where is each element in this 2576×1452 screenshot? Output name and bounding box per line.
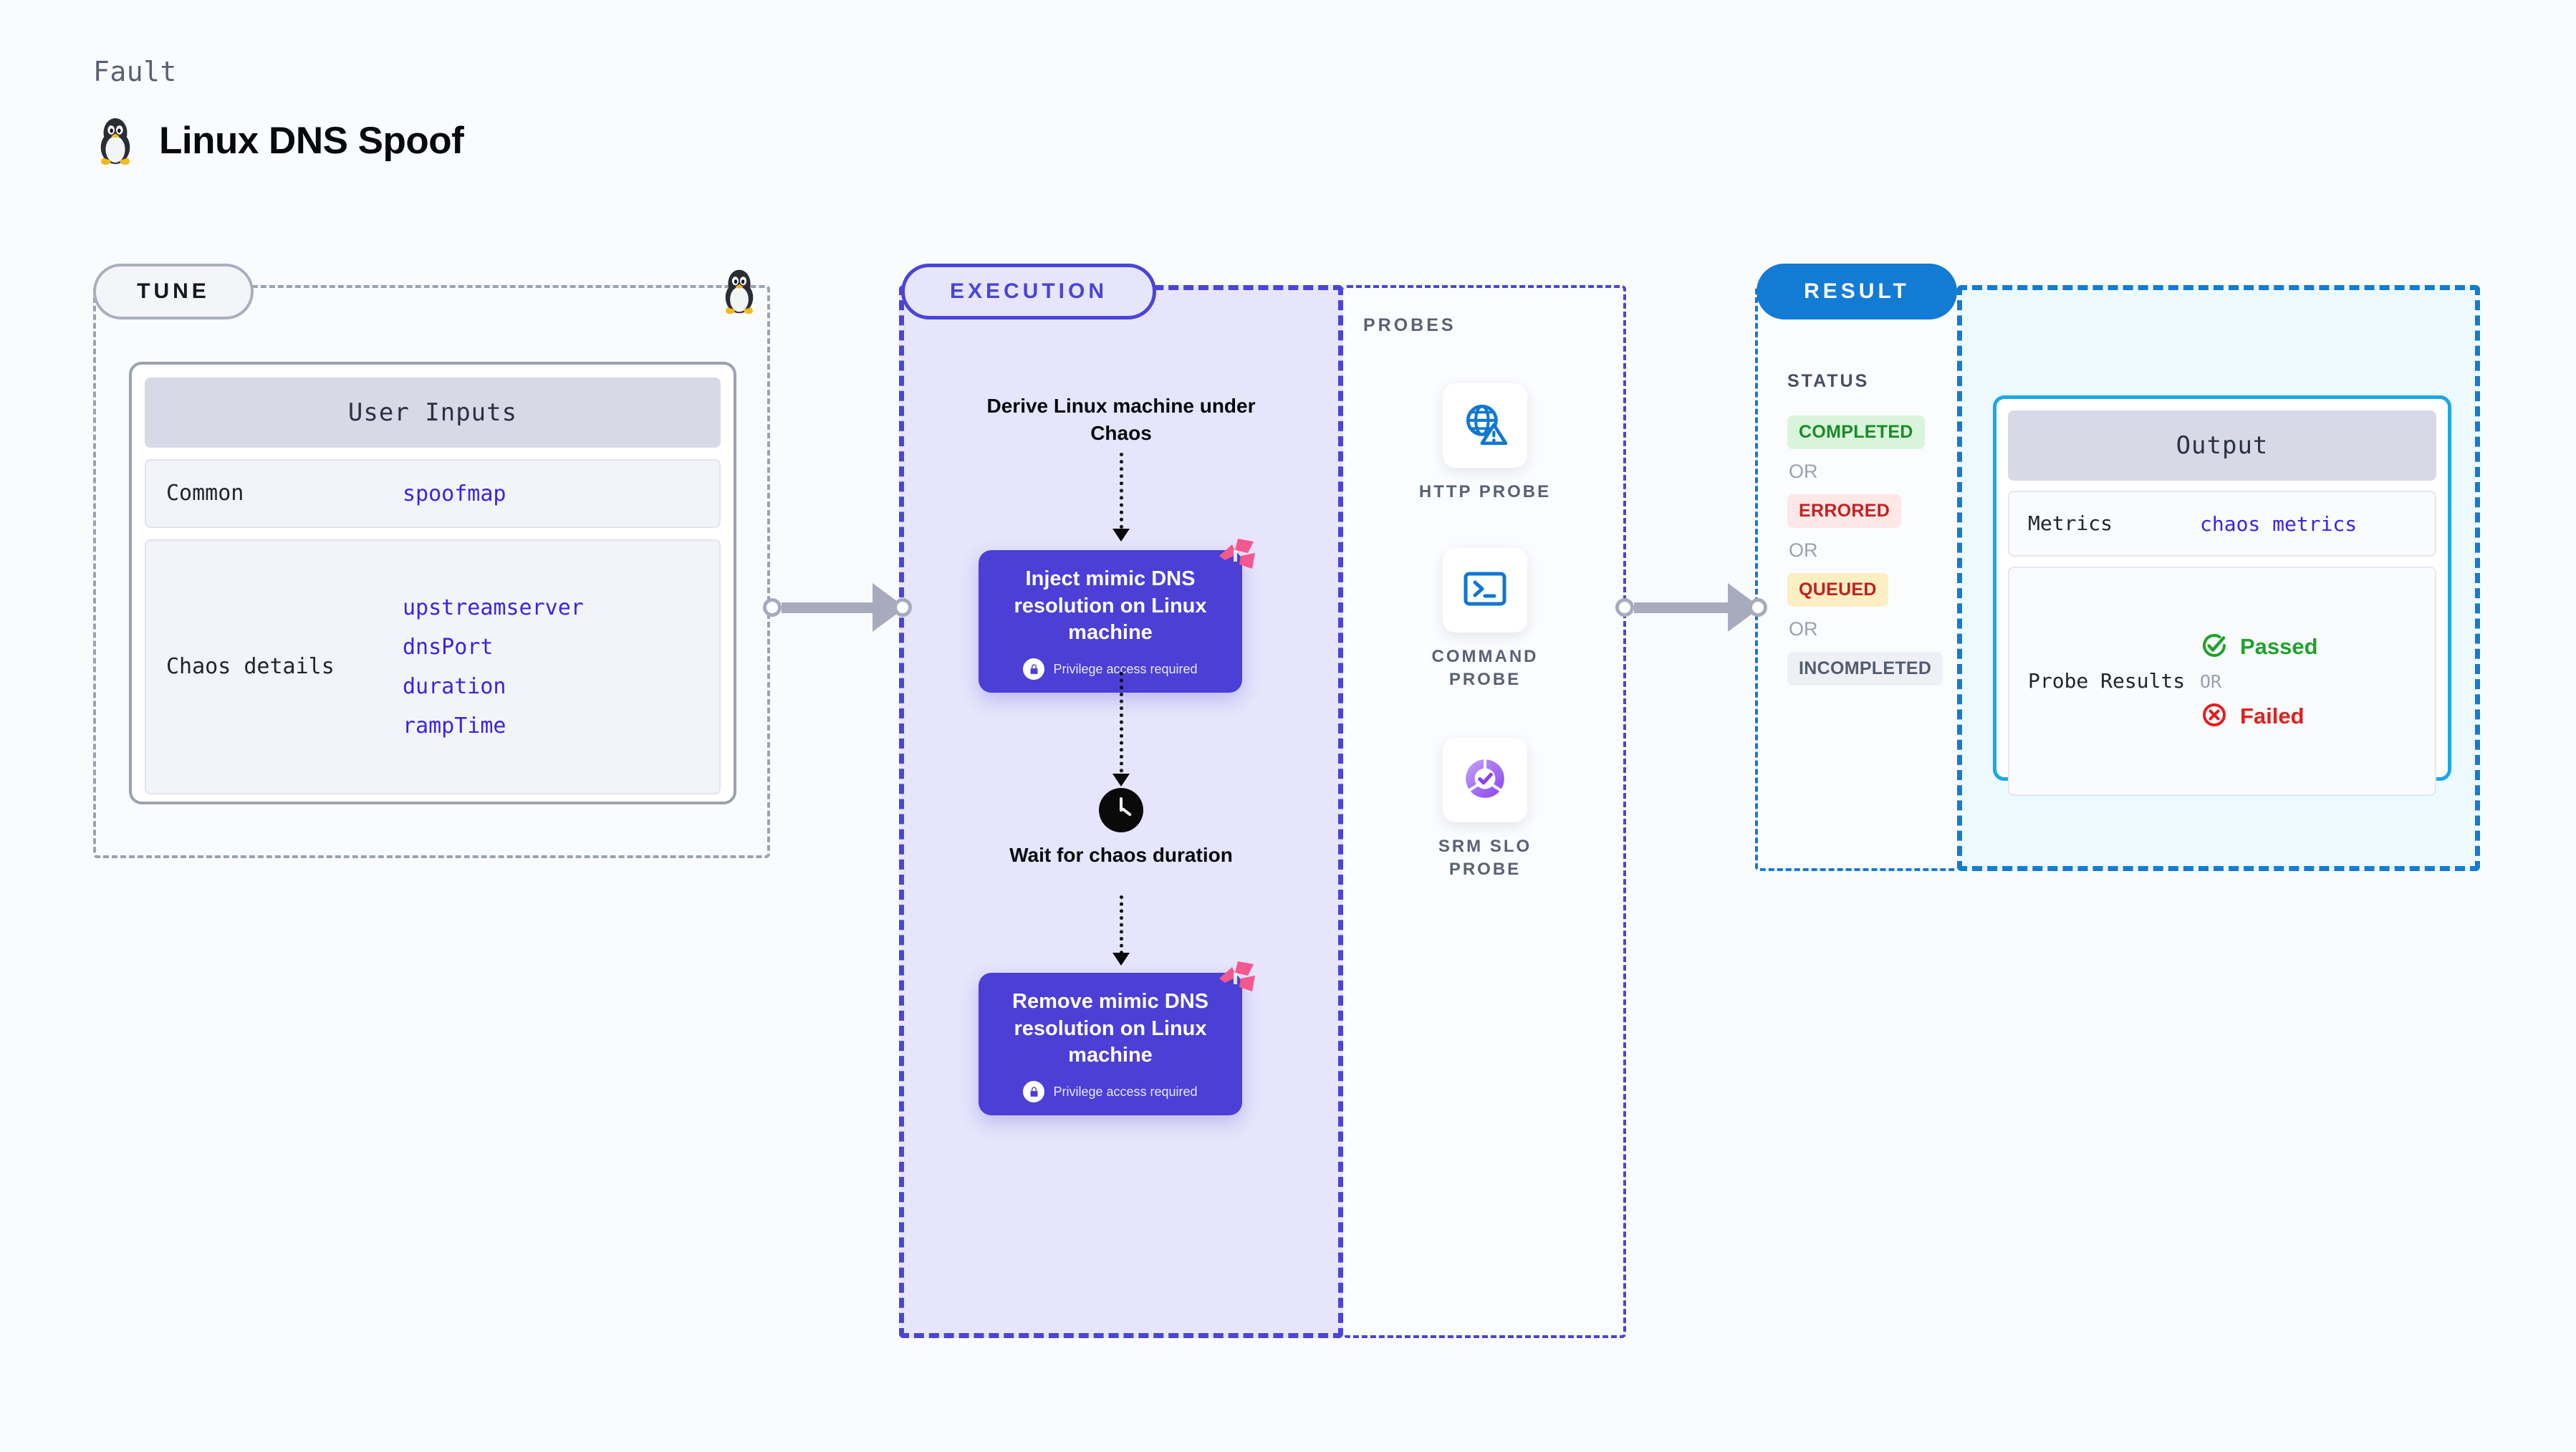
page-kicker: Fault	[93, 56, 177, 87]
probe-srm-slo[interactable]: SRM SLO PROBE	[1399, 738, 1571, 882]
probe-result-or: OR	[2200, 670, 2222, 692]
output-row-label: Metrics	[2028, 511, 2113, 535]
status-or: OR	[1789, 618, 1818, 640]
execution-derive-step: Derive Linux machine under Chaos	[986, 395, 1256, 444]
page-title-row: Linux DNS Spoof	[93, 115, 464, 166]
connector-start-dot	[763, 598, 782, 617]
privilege-note: Privilege access required	[996, 1081, 1225, 1103]
privilege-note-text: Privilege access required	[1053, 1084, 1198, 1099]
probes-label: PROBES	[1363, 315, 1456, 335]
execution-wait-step: Wait for chaos duration	[1009, 844, 1233, 866]
tune-value[interactable]: rampTime	[403, 713, 506, 739]
tune-pill[interactable]: TUNE	[93, 264, 254, 319]
tune-row-chaos-details: Chaos details upstreamserver dnsPort dur…	[145, 539, 721, 794]
connector-probes-to-result	[1615, 583, 1767, 632]
probe-http[interactable]: HTTP PROBE	[1399, 383, 1571, 504]
connector-shaft	[1634, 602, 1729, 613]
status-list: COMPLETED OR ERRORED OR QUEUED OR INCOMP…	[1787, 415, 1952, 686]
status-badge-completed: COMPLETED	[1787, 415, 1925, 449]
tune-row-label: Chaos details	[166, 654, 335, 680]
connector-tune-to-execution	[763, 583, 912, 632]
flow-arrow-line	[1120, 453, 1123, 529]
lock-icon	[1023, 1081, 1045, 1103]
clock-icon	[1099, 788, 1143, 832]
execution-pill[interactable]: EXECUTION	[901, 264, 1156, 319]
execution-card-inject[interactable]: Inject mimic DNS resolution on Linux mac…	[979, 539, 1255, 693]
page-title: Linux DNS Spoof	[159, 119, 464, 162]
flow-arrow-line	[1120, 895, 1123, 961]
tune-row-label: Common	[166, 481, 244, 506]
status-badge-queued: QUEUED	[1787, 573, 1888, 607]
output-row-probe-results: Probe Results Passed OR	[2008, 567, 2436, 796]
tune-row-values: upstreamserver dnsPort duration rampTime	[403, 595, 584, 739]
status-label: STATUS	[1787, 371, 1870, 391]
flow-arrow-head	[1112, 529, 1130, 542]
output-row-label: Probe Results	[2028, 668, 2186, 693]
output-row-metrics: Metrics chaos metrics	[2008, 491, 2436, 557]
privilege-note: Privilege access required	[996, 658, 1225, 681]
slo-donut-check-icon	[1461, 755, 1509, 806]
output-header: Output	[2008, 410, 2436, 481]
flow-arrow-head	[1112, 774, 1130, 787]
probe-label: HTTP PROBE	[1418, 482, 1552, 501]
terminal-prompt-icon	[1463, 570, 1507, 611]
execution-card-title: Inject mimic DNS resolution on Linux mac…	[1014, 567, 1207, 645]
tune-value[interactable]: spoofmap	[403, 481, 506, 506]
tune-value[interactable]: duration	[403, 674, 506, 699]
tux-penguin-icon	[93, 115, 138, 166]
status-badge-errored: ERRORED	[1787, 494, 1902, 528]
probe-result-failed-label: Failed	[2240, 703, 2305, 729]
status-badge-incompleted: INCOMPLETED	[1787, 652, 1943, 686]
privilege-note-text: Privilege access required	[1053, 661, 1198, 676]
probe-command[interactable]: COMMAND PROBE	[1399, 548, 1571, 692]
user-inputs-card: User Inputs Common spoofmap Chaos detail…	[129, 362, 736, 804]
flow-arrow-head	[1112, 953, 1130, 966]
probe-result-failed: Failed	[2200, 701, 2318, 732]
user-inputs-header: User Inputs	[145, 378, 721, 448]
status-or: OR	[1789, 539, 1818, 561]
tune-value[interactable]: upstreamserver	[403, 595, 584, 620]
connector-end-dot	[1749, 598, 1767, 617]
connector-start-dot	[1615, 598, 1634, 617]
probe-label: SRM SLO PROBE	[1438, 837, 1532, 880]
probe-tile	[1443, 548, 1527, 633]
connector-end-dot	[893, 598, 912, 617]
output-metrics-value[interactable]: chaos metrics	[2200, 511, 2358, 536]
probe-result-values: Passed OR Failed	[2200, 631, 2318, 732]
lock-icon	[1023, 658, 1045, 681]
check-circle-icon	[2200, 631, 2229, 663]
x-circle-icon	[2200, 701, 2229, 732]
tune-region	[93, 285, 770, 858]
tune-row-common: Common spoofmap	[145, 459, 721, 528]
probe-tile	[1443, 738, 1527, 822]
result-pill[interactable]: RESULT	[1756, 264, 1957, 319]
connector-shaft	[782, 602, 874, 613]
tune-value[interactable]: dnsPort	[403, 635, 494, 660]
execution-card-remove[interactable]: Remove mimic DNS resolution on Linux mac…	[979, 961, 1255, 1116]
probe-label: COMMAND PROBE	[1431, 647, 1539, 690]
tux-penguin-node-icon	[718, 266, 761, 315]
probe-tile	[1443, 383, 1527, 468]
status-or: OR	[1789, 461, 1818, 482]
probe-result-passed-label: Passed	[2240, 633, 2318, 659]
execution-card-title: Remove mimic DNS resolution on Linux mac…	[1012, 990, 1208, 1067]
flow-arrow-line	[1120, 672, 1123, 779]
globe-warning-icon	[1461, 400, 1509, 451]
tune-row-values: spoofmap	[403, 481, 506, 506]
output-card: Output Metrics chaos metrics Probe Resul…	[1993, 395, 2451, 796]
chaos-ribbon-icon	[1216, 537, 1258, 574]
probe-result-passed: Passed	[2200, 631, 2318, 663]
chaos-ribbon-icon	[1216, 960, 1258, 997]
